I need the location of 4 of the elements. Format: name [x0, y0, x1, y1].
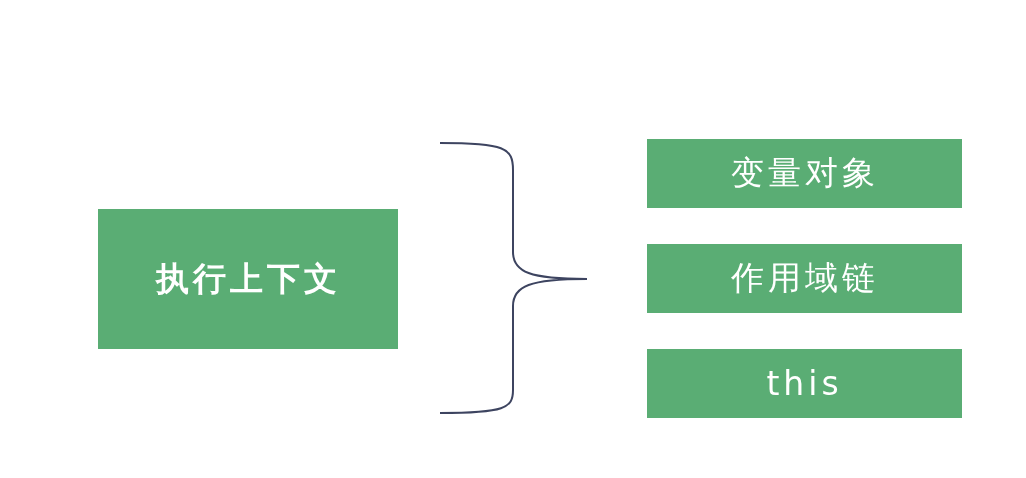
- label-box: 执行上下文: [98, 209, 398, 349]
- label-box: 作用域链: [647, 244, 962, 313]
- label-box: this: [647, 349, 962, 418]
- label-box: 变量对象: [647, 139, 962, 208]
